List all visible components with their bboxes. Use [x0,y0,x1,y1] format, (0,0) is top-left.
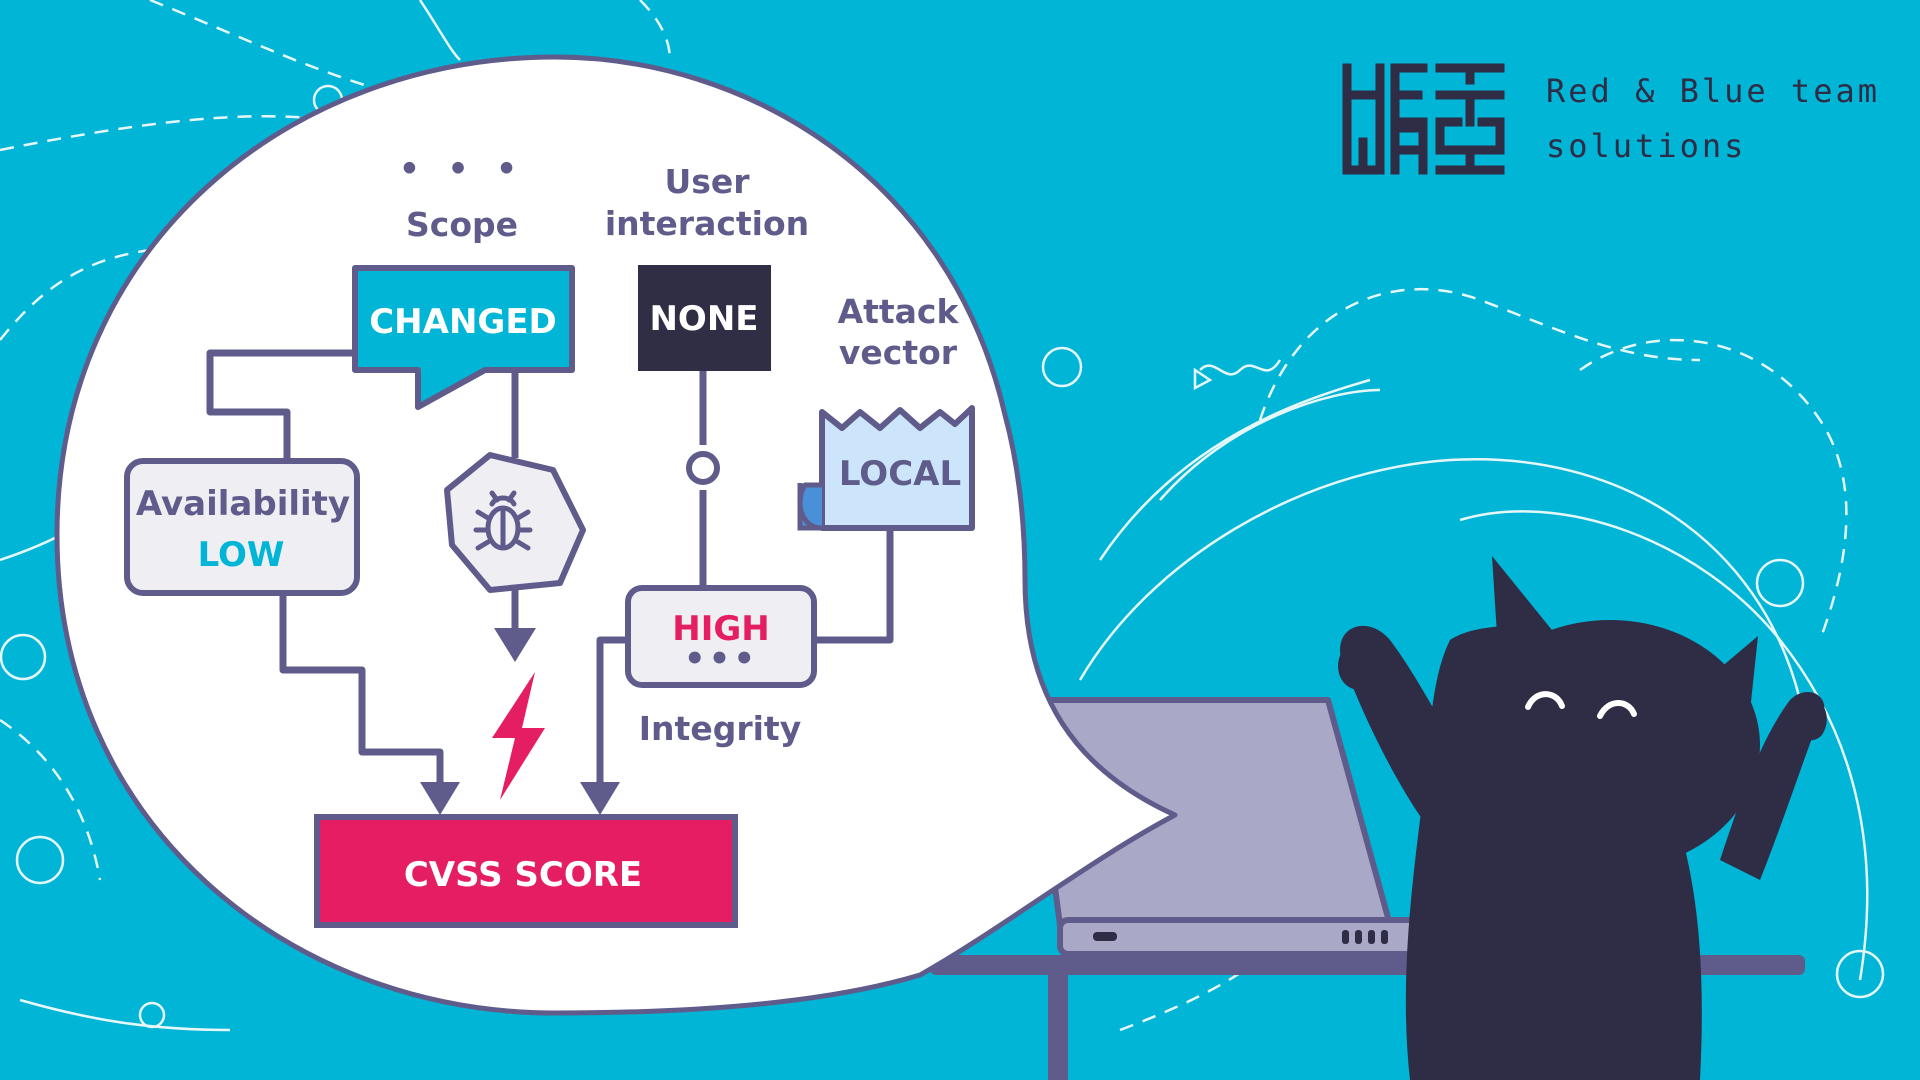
cat-head [1460,620,1760,870]
brand-tagline-line2: solutions [1546,127,1746,165]
bg-curve [1078,458,1802,701]
logo-letter-x [1435,63,1505,127]
logo-letter-a [1390,123,1428,175]
cat-eye-right [1597,700,1637,719]
bg-ring [0,633,47,681]
bg-curve [19,998,231,1032]
arrowhead-exploit [494,628,536,662]
cvss-score-label: CVSS SCORE [404,855,642,895]
cat-ear-left [1492,556,1560,650]
attack-vector-label-line2: vector [839,333,958,372]
cvss-score-box [314,814,738,928]
cat-paw-right [1794,696,1827,741]
user-interaction-label-line2: interaction [605,204,809,243]
bg-curve [1159,388,1381,501]
availability-value: LOW [198,535,285,575]
black-cat [1338,556,1827,1080]
bg-ring [1835,949,1885,999]
bg-dashed-line [639,0,672,61]
ellipsis-node: • • • [399,149,525,188]
connector-attack-vector-to-integrity [817,530,894,644]
arrowhead-integrity-score [580,782,620,815]
laptop-port [1093,932,1117,941]
bug-icon [444,452,586,593]
bug-glyph [473,490,533,551]
attack-vector-local-box [819,405,975,531]
bg-ring [15,835,65,885]
integrity-label: Integrity [639,709,801,748]
bg-triangle [1193,367,1213,391]
bg-curve [1459,510,1869,981]
desk-leg-left [1048,972,1068,1080]
connector-availability-to-score [279,593,444,790]
logo-letter-h [1342,63,1385,127]
bg-ring [1755,558,1805,608]
cat-eye-left [1525,691,1565,710]
user-interaction-none-box [638,265,771,371]
integrity-box [625,585,817,688]
integrity-extra: ••• [684,639,758,679]
cat-arm-right [1720,691,1825,880]
bg-curve [418,0,461,61]
connector-scope-to-availability [206,349,355,463]
diagram-arrowheads [420,628,620,815]
attack-vector-label-line1: Attack [838,292,960,331]
background-decoration [0,0,1885,1061]
bg-dashed-line [1258,287,1701,421]
bg-curve [1098,378,1371,561]
hexway-logo[interactable] [1342,63,1505,175]
arrowhead-availability-score [420,782,460,815]
availability-box [124,458,360,596]
logo-letter-y [1435,123,1505,175]
lightning-icon [492,672,545,800]
scope-label: Scope [406,205,518,244]
scope-value: CHANGED [369,302,557,342]
user-interaction-value: NONE [649,299,758,339]
availability-label: Availability [136,484,350,524]
attack-vector-value: LOCAL [839,454,961,494]
integrity-value: HIGH [672,609,769,649]
bg-ring [1041,346,1083,388]
bg-dashed-line [0,115,331,152]
attack-vector-curl-edge [797,482,823,531]
bg-ring [138,1001,166,1029]
bg-dashed-line [1579,338,1848,641]
connector-node-circle [686,451,720,485]
bg-dashed-line [0,248,151,341]
logo-letter-w [1342,117,1385,175]
diagram-connectors [206,349,894,790]
user-interaction-label-line1: User [664,162,750,201]
bg-squiggle [1199,359,1282,376]
bg-dashed-line [0,718,102,881]
connector-integrity-to-score [596,636,628,790]
cat-paw-left [1338,645,1382,690]
scope-changed-box [352,265,575,410]
logo-letter-e [1390,63,1428,127]
brand-tagline-line1: Red & Blue team [1546,72,1880,110]
speech-bubble [54,54,1178,1016]
